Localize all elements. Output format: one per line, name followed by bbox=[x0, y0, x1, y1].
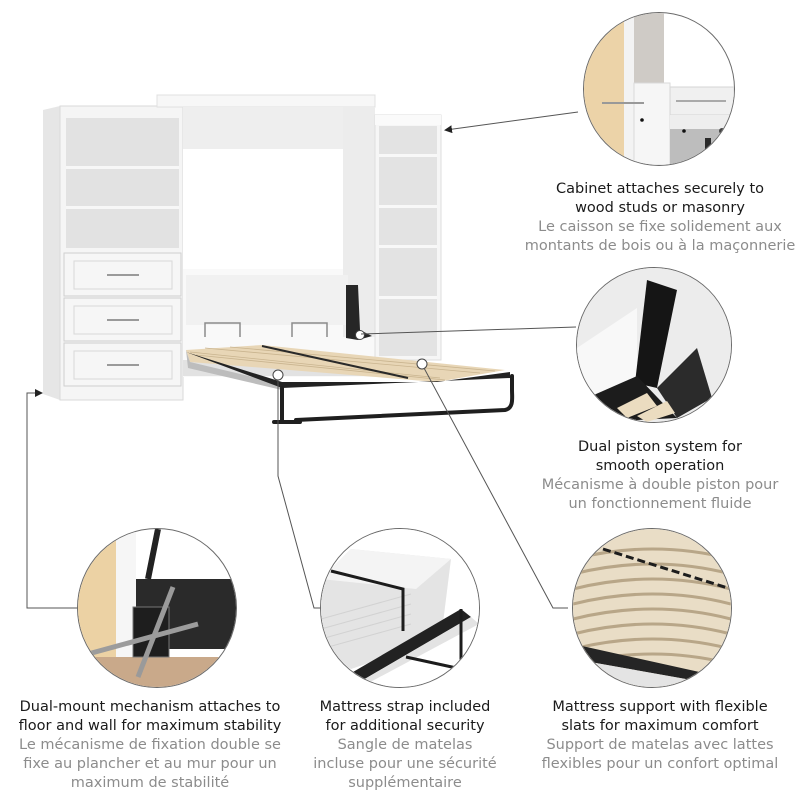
feature-title: Dual-mount mechanism attaches to floor a… bbox=[18, 699, 282, 734]
detail-circle-cabinet-attach bbox=[583, 12, 735, 166]
leader-line-dual-mount bbox=[26, 389, 86, 609]
right-storage-cabinet bbox=[374, 114, 442, 361]
leader-line-cabinet bbox=[444, 111, 579, 134]
detail-circle-mattress-strap bbox=[320, 528, 480, 688]
leader-line-strap bbox=[277, 380, 320, 609]
feature-caption-cabinet-attach: Cabinet attaches securely to wood studs … bbox=[520, 180, 800, 256]
wall-bracket-detail-image bbox=[584, 13, 734, 165]
leader-line-slats bbox=[423, 367, 568, 609]
detail-circle-dual-piston bbox=[576, 267, 732, 423]
left-storage-cabinet bbox=[43, 105, 184, 401]
floor-wall-mount-detail-image bbox=[78, 529, 236, 687]
bed-frame bbox=[186, 330, 515, 424]
feature-subtitle: Support de matelas avec lattes flexibles… bbox=[541, 737, 779, 772]
feature-subtitle: Mécanisme à double piston pour un foncti… bbox=[541, 477, 779, 512]
detail-circle-slat-support bbox=[572, 528, 732, 688]
feature-subtitle: Le caisson se fixe solidement aux montan… bbox=[524, 219, 796, 254]
feature-caption-dual-piston: Dual piston system for smooth operation … bbox=[520, 438, 800, 514]
feature-title: Mattress support with flexible slats for… bbox=[552, 699, 768, 734]
feature-caption-mattress-strap: Mattress strap included for additional s… bbox=[290, 698, 520, 793]
feature-title: Cabinet attaches securely to wood studs … bbox=[555, 181, 764, 216]
feature-caption-slat-support: Mattress support with flexible slats for… bbox=[520, 698, 800, 774]
piston-detail-image bbox=[577, 268, 731, 422]
feature-subtitle: Le mécanisme de fixation double se fixe … bbox=[19, 737, 281, 791]
flexible-slats-detail-image bbox=[573, 529, 731, 687]
leader-line-piston bbox=[360, 326, 577, 335]
feature-subtitle: Sangle de matelas incluse pour une sécur… bbox=[313, 737, 497, 791]
feature-caption-dual-mount: Dual-mount mechanism attaches to floor a… bbox=[0, 698, 300, 793]
feature-title: Dual piston system for smooth operation bbox=[578, 439, 742, 474]
feature-title: Mattress strap included for additional s… bbox=[319, 699, 491, 734]
detail-circle-dual-mount bbox=[77, 528, 237, 688]
mattress-strap-detail-image bbox=[321, 529, 479, 687]
